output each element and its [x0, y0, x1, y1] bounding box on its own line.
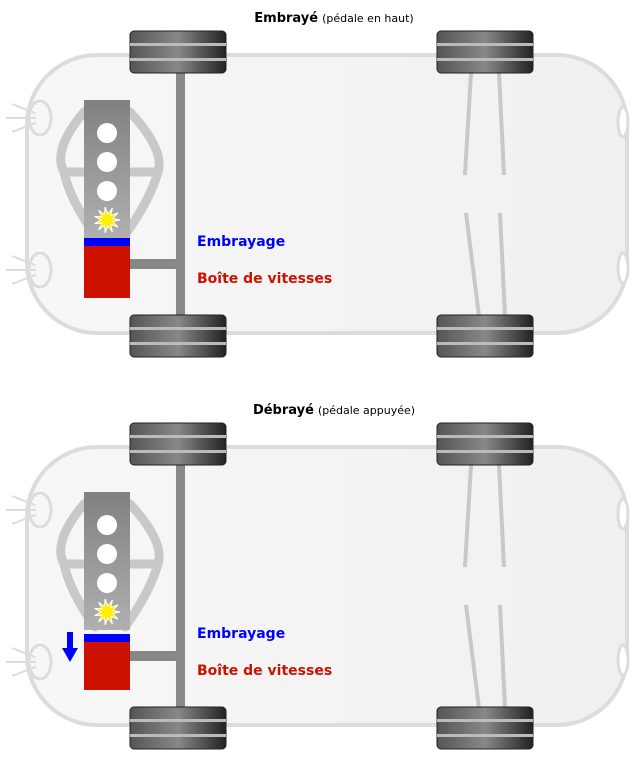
rear-light	[616, 105, 630, 139]
tire-stripe	[130, 450, 226, 453]
rear-axle-rod	[463, 72, 473, 176]
light-ray	[11, 273, 37, 285]
tire-stripe	[130, 734, 226, 737]
tire-stripe	[130, 58, 226, 61]
tire	[129, 422, 227, 466]
panel-title: Débrayé (pédale appuyée)	[253, 403, 415, 418]
front-axle	[176, 72, 185, 316]
clutch-label: Embrayage	[197, 234, 285, 250]
headlight-icon	[6, 491, 53, 529]
rear-axle-rod	[498, 212, 507, 317]
wheel-front-left	[129, 422, 227, 466]
tire	[436, 30, 534, 74]
tire-stripe	[130, 719, 226, 722]
drive-shaft	[130, 651, 178, 661]
wheel-front-right	[129, 706, 227, 750]
tire-stripe	[437, 342, 533, 345]
light-ray	[11, 255, 37, 267]
tire-stripe	[437, 734, 533, 737]
light-ray	[11, 665, 37, 677]
rear-axle-rod	[464, 212, 481, 317]
headlight-icon	[6, 251, 53, 289]
title-sub: (pédale en haut)	[322, 12, 414, 25]
spark-icon	[94, 206, 121, 234]
wheel-front-right	[129, 314, 227, 358]
tire-stripe	[437, 327, 533, 330]
rear-light	[616, 251, 630, 285]
tire	[436, 314, 534, 358]
light-ray	[11, 647, 37, 659]
rear-light	[616, 643, 630, 677]
tire-stripe	[437, 719, 533, 722]
rear-axle-rod	[497, 72, 506, 176]
cylinder	[97, 123, 117, 143]
drive-shaft	[130, 259, 178, 269]
cylinder	[97, 544, 117, 564]
tire	[436, 706, 534, 750]
rear-axle	[463, 72, 507, 317]
tire-stripe	[130, 327, 226, 330]
rear-axle-rod	[463, 464, 473, 568]
title-main: Embrayé	[254, 11, 318, 26]
wheel-rear-right	[436, 314, 534, 358]
clutch-plate	[84, 238, 130, 246]
spark-icon	[94, 598, 121, 626]
wheel-front-left	[129, 30, 227, 74]
tire-stripe	[130, 435, 226, 438]
tire-stripe	[437, 435, 533, 438]
wheel-rear-left	[436, 30, 534, 74]
clutch-plate	[84, 634, 130, 642]
gearbox	[84, 246, 130, 298]
rear-axle-rod	[498, 604, 507, 709]
tire-stripe	[130, 342, 226, 345]
gearbox-label: Boîte de vitesses	[197, 663, 332, 679]
clutch-label: Embrayage	[197, 626, 285, 642]
tire-stripe	[437, 43, 533, 46]
rear-axle	[463, 464, 507, 709]
tire	[129, 706, 227, 750]
gearbox	[84, 642, 130, 690]
tire	[436, 422, 534, 466]
headlight-icon	[6, 643, 53, 681]
gearbox-label: Boîte de vitesses	[197, 271, 332, 287]
rear-axle-rod	[497, 464, 506, 568]
front-axle	[176, 464, 185, 708]
arrow-down-icon	[62, 632, 78, 662]
cylinder	[97, 515, 117, 535]
cylinder	[97, 573, 117, 593]
title-sub: (pédale appuyée)	[318, 404, 415, 417]
light-ray	[11, 513, 37, 525]
wheel-rear-left	[436, 422, 534, 466]
cylinder	[97, 181, 117, 201]
light-ray	[11, 495, 37, 507]
wheel-rear-right	[436, 706, 534, 750]
rear-axle-rod	[464, 604, 481, 709]
panel-title: Embrayé (pédale en haut)	[254, 11, 413, 26]
tire-stripe	[130, 43, 226, 46]
rear-light	[616, 497, 630, 531]
tire	[129, 314, 227, 358]
tire	[129, 30, 227, 74]
light-ray	[11, 121, 37, 133]
light-ray	[11, 103, 37, 115]
headlight-icon	[6, 99, 53, 137]
title-main: Débrayé	[253, 403, 314, 418]
tire-stripe	[437, 450, 533, 453]
tire-stripe	[437, 58, 533, 61]
cylinder	[97, 152, 117, 172]
